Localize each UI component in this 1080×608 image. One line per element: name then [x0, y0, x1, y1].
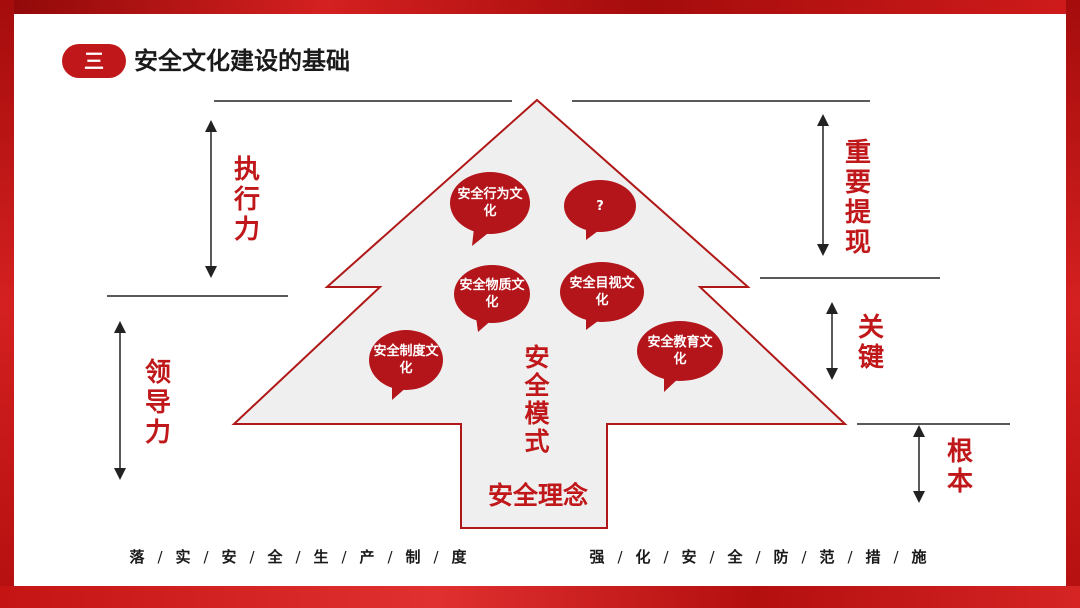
- safety-mode-text: 安全模式: [524, 343, 550, 456]
- char: 施: [911, 548, 927, 566]
- char: 安: [221, 548, 237, 566]
- bubble-material: [454, 265, 530, 332]
- frame-left: [0, 0, 14, 608]
- separator: /: [157, 548, 163, 566]
- separator: /: [755, 548, 761, 566]
- char: 产: [359, 548, 375, 566]
- char: 生: [313, 548, 329, 566]
- separator: /: [617, 548, 623, 566]
- bubble-material-text: 安全物质文化: [459, 278, 525, 310]
- char: 防: [773, 548, 789, 566]
- frame-right: [1066, 0, 1080, 608]
- page-title: 安全文化建设的基础: [134, 47, 350, 75]
- label-root: 根本: [946, 437, 973, 497]
- separator: /: [387, 548, 393, 566]
- separator: /: [893, 548, 899, 566]
- bubble-education: [637, 321, 723, 392]
- bubble-behavior-text: 安全行为文化: [457, 187, 523, 219]
- bubble-visual-text: 安全目视文化: [569, 276, 635, 308]
- char: 强: [589, 548, 605, 566]
- bubble-system-text: 安全制度文化: [373, 344, 439, 376]
- separator: /: [295, 548, 301, 566]
- label-key: 关键: [857, 313, 884, 373]
- separator: /: [847, 548, 853, 566]
- label-important: 重要提现: [844, 138, 871, 258]
- char: 安: [681, 548, 697, 566]
- separator: /: [663, 548, 669, 566]
- bubble-question: [564, 180, 636, 240]
- label-execution: 执行力: [233, 155, 260, 245]
- char: 全: [267, 548, 283, 566]
- frame-top: [0, 0, 1080, 14]
- bottom-right-phrase: 强 / 化 / 安 / 全 / 防 / 范 / 措 / 施: [584, 546, 932, 567]
- char: 范: [819, 548, 835, 566]
- frame-bottom: [0, 586, 1080, 608]
- char: 实: [175, 548, 191, 566]
- separator: /: [249, 548, 255, 566]
- tree-shape: [231, 98, 848, 529]
- separator: /: [709, 548, 715, 566]
- char: 度: [451, 548, 467, 566]
- bubble-system: [369, 330, 443, 400]
- separator: /: [801, 548, 807, 566]
- separator: /: [341, 548, 347, 566]
- char: 措: [865, 548, 881, 566]
- bubble-visual: [560, 262, 644, 330]
- bubble-education-text: 安全教育文化: [647, 335, 713, 367]
- char: 全: [727, 548, 743, 566]
- bottom-left-phrase: 落 / 实 / 安 / 全 / 生 / 产 / 制 / 度: [124, 546, 472, 567]
- label-leadership: 领导力: [144, 358, 171, 448]
- bubble-behavior: [450, 172, 530, 246]
- separator: /: [433, 548, 439, 566]
- char: 落: [129, 548, 145, 566]
- separator: /: [203, 548, 209, 566]
- section-badge: 三: [62, 44, 126, 78]
- bubble-question-text: ?: [596, 199, 604, 214]
- char: 化: [635, 548, 651, 566]
- safety-concept-text: 安全理念: [488, 481, 589, 510]
- char: 制: [405, 548, 421, 566]
